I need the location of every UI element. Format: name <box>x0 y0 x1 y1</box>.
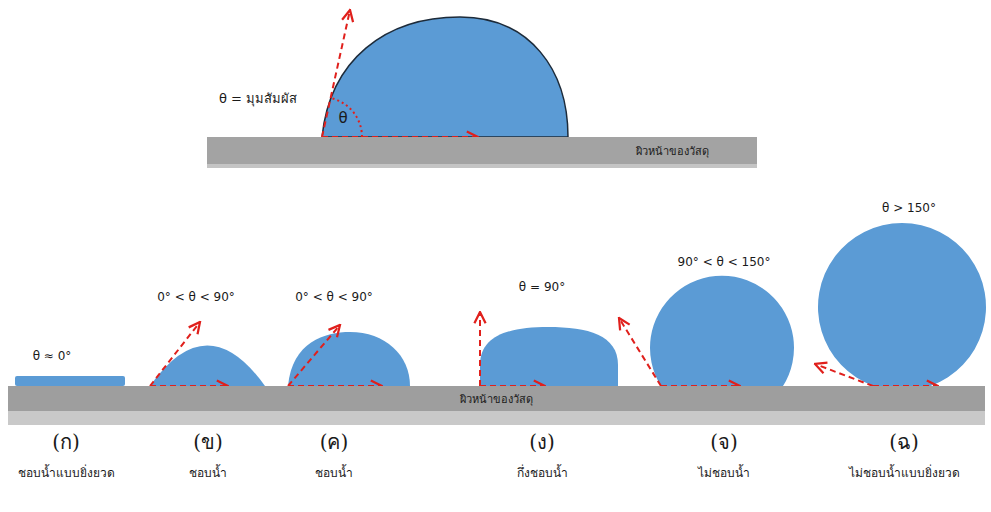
tangent-arrow <box>479 312 481 386</box>
case-letter: (ข) <box>193 426 223 458</box>
surface-label: ผิวหน้าของวัสดุ <box>636 142 709 160</box>
water-drop <box>480 327 618 386</box>
angle-range: θ > 150° <box>882 201 936 215</box>
angle-range: 0° < θ < 90° <box>295 290 373 304</box>
case-letter: (ค) <box>320 426 349 458</box>
water-drop <box>818 223 986 386</box>
tangent-arrow <box>150 322 200 386</box>
tangent-arrow <box>322 10 350 137</box>
water-drop <box>150 346 265 387</box>
angle-range: 0° < θ < 90° <box>157 290 235 304</box>
surface-strip <box>207 164 757 168</box>
case-letter: (ฉ) <box>889 426 919 458</box>
wetting-class: ไม่ชอบน้ำ <box>698 463 750 482</box>
surface-label: ผิวหน้าของวัสดุ <box>460 390 533 408</box>
material-surface: ผิวหน้าของวัสดุ <box>8 386 985 411</box>
tangent-arrow <box>619 318 661 386</box>
case-letter: (ง) <box>529 426 555 458</box>
wetting-class: ไม่ชอบน้ำแบบยิ่งยวด <box>849 463 960 482</box>
tangent-arrow <box>288 325 340 386</box>
wetting-class: ชอบน้ำ <box>189 463 227 482</box>
wetting-class: ชอบน้ำ <box>315 463 353 482</box>
water-film <box>15 376 125 386</box>
angle-range: θ ≈ 0° <box>33 349 72 363</box>
angle-symbol: θ <box>338 109 347 127</box>
water-drop <box>650 276 794 386</box>
angle-caption: θ = มุมสัมผัส <box>219 88 297 109</box>
wetting-class: ชอบน้ำแบบยิ่งยวด <box>18 463 115 482</box>
tangent-arrow <box>815 364 873 386</box>
surface-strip <box>8 411 985 425</box>
angle-arc <box>330 98 362 137</box>
wetting-class: กึ่งชอบน้ำ <box>517 463 568 482</box>
angle-range: 90° < θ < 150° <box>678 255 771 269</box>
material-surface: ผิวหน้าของวัสดุ <box>207 137 757 164</box>
angle-range: θ = 90° <box>519 280 565 294</box>
case-letter: (ก) <box>52 426 80 458</box>
case-letter: (จ) <box>710 426 738 458</box>
water-drop <box>288 332 410 386</box>
water-drop <box>322 17 568 137</box>
